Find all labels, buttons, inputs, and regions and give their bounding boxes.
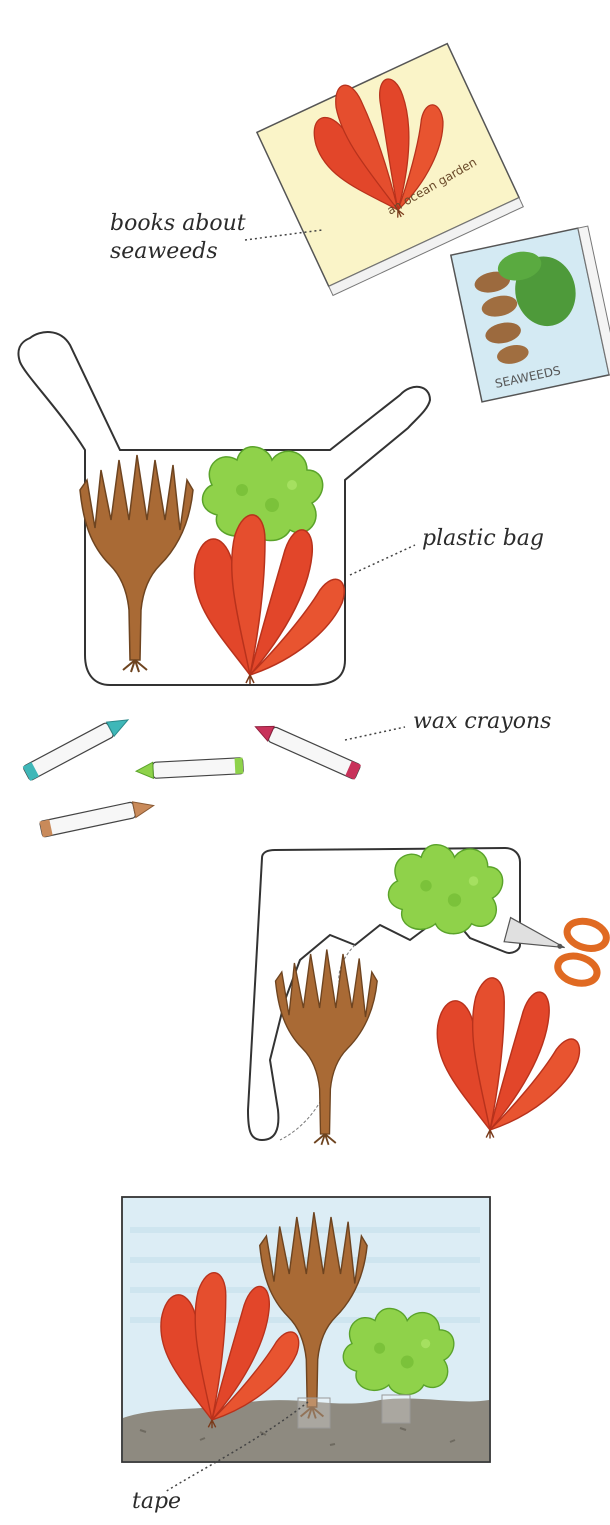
crayon-tan [40, 798, 156, 838]
label-books: books about seaweeds [110, 210, 246, 266]
label-wax-crayons: wax crayons [413, 708, 551, 736]
plastic-bag [18, 332, 430, 685]
label-plastic-bag: plastic bag [422, 525, 544, 553]
bag-leader-line [350, 545, 415, 575]
crayon-magenta [252, 719, 361, 779]
crayon-green [136, 758, 244, 780]
crayon-teal [23, 713, 132, 781]
cut-red-seaweed [437, 978, 579, 1139]
label-books-line-2: seaweeds [110, 238, 246, 266]
label-books-line-1: books about [110, 210, 246, 238]
label-tape: tape [132, 1488, 181, 1516]
crayons-leader-line [345, 727, 405, 740]
seaweed-picture [122, 1197, 490, 1462]
